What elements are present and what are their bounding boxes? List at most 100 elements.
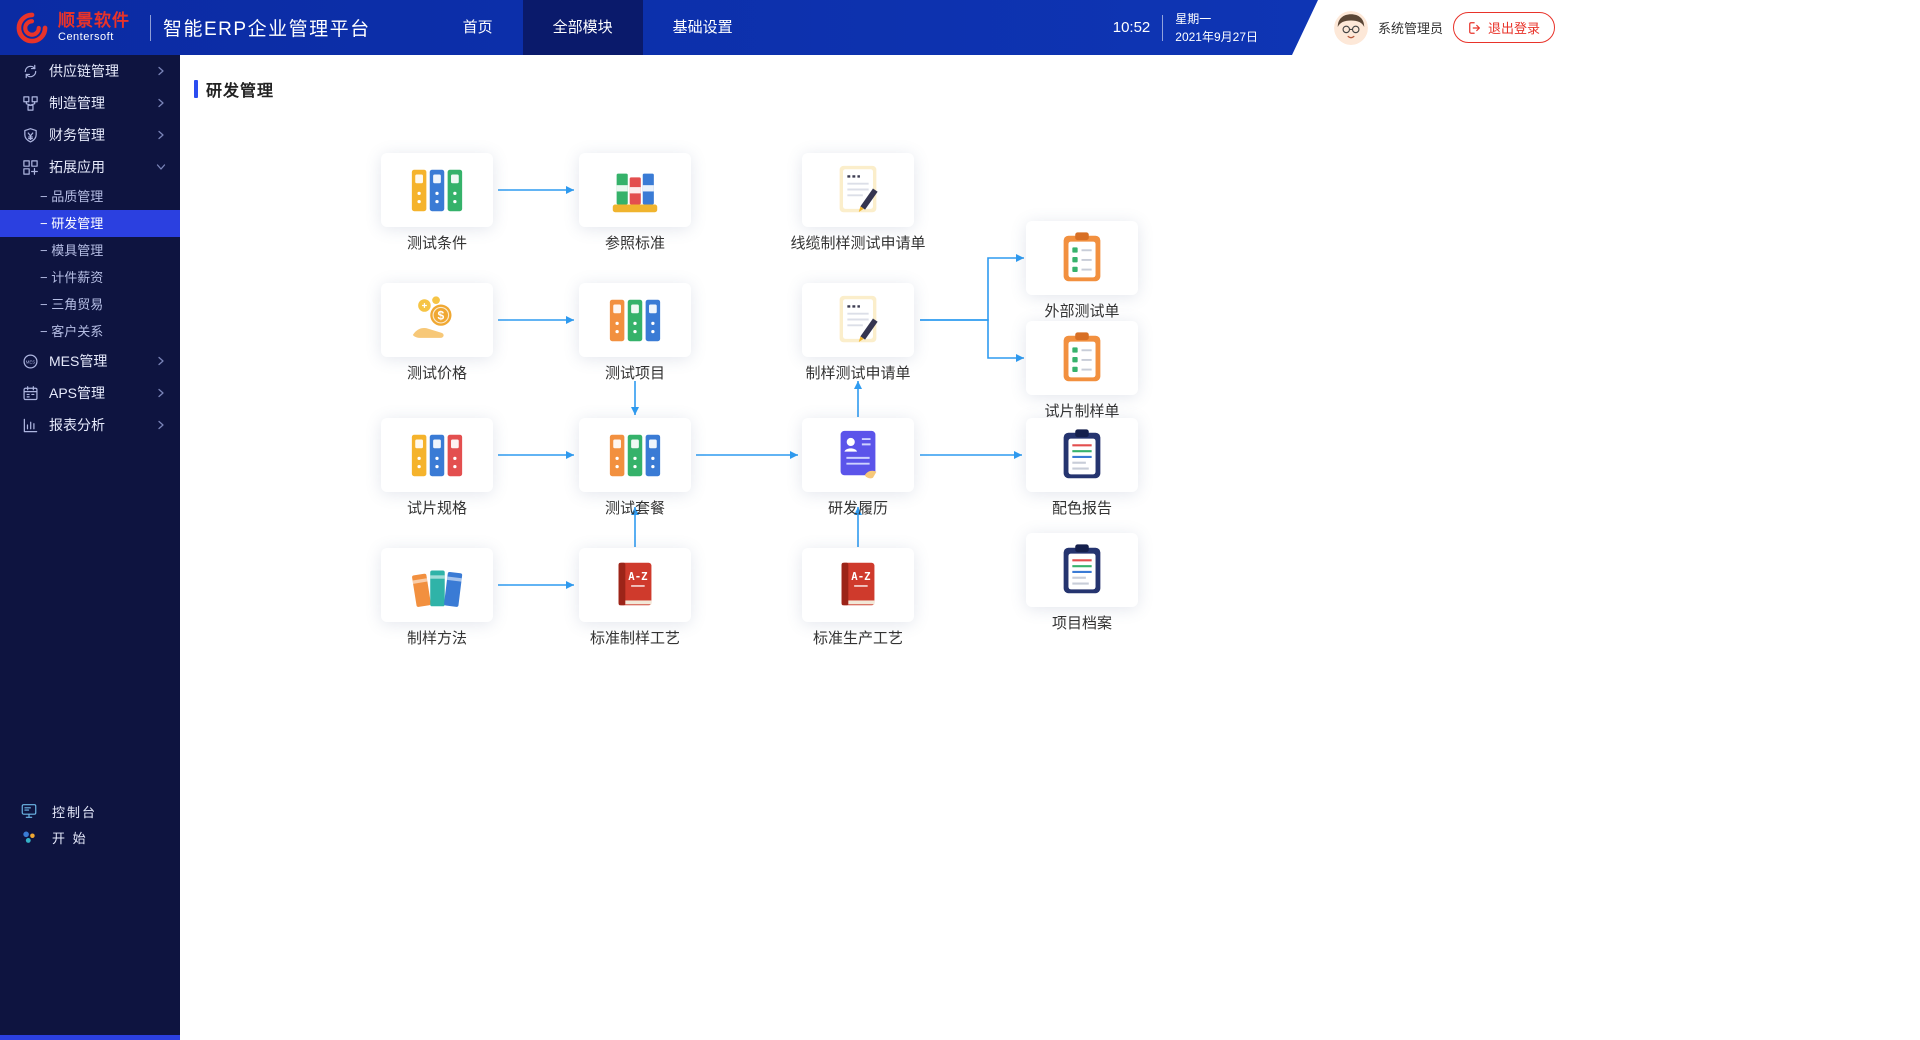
flow-node-test-item[interactable]: 测试项目 <box>560 283 710 383</box>
folders-icon <box>408 556 466 614</box>
sidebar-item-label: 制造管理 <box>49 95 105 111</box>
flow-canvas: 测试条件参照标准线缆制样测试申请单外部测试单 $测试价格测试项目制样测试申请单试片… <box>180 55 1920 1040</box>
mes-icon: MES <box>22 353 39 370</box>
console-icon <box>20 802 38 820</box>
sidebar-item-2[interactable]: 财务管理 <box>0 119 180 151</box>
flow-node-label: 项目档案 <box>1051 615 1112 632</box>
red-book-icon: A-Z <box>829 556 887 614</box>
sidebar-item-label: 拓展应用 <box>49 159 105 175</box>
doc-pen-icon <box>829 161 887 219</box>
flow-node-label: 外部测试单 <box>1044 303 1120 320</box>
sidebar-item-label: APS管理 <box>49 385 106 401</box>
sidebar-footer-label: 控制台 <box>52 804 98 820</box>
flow-node-external-test-sheet[interactable]: 外部测试单 <box>1007 221 1157 321</box>
flow-node-card <box>1026 533 1138 607</box>
doc-pen-icon <box>829 291 887 349</box>
flow-node-card <box>802 283 914 357</box>
supply-chain-icon <box>22 63 39 80</box>
chevron-right-icon <box>156 130 166 140</box>
flow-node-label: 试片制样单 <box>1044 403 1120 420</box>
sidebar-bottom-strip <box>0 1035 180 1040</box>
sidebar-item-6[interactable]: 报表分析 <box>0 409 180 441</box>
flow-node-label: 研发履历 <box>827 500 888 517</box>
sidebar-subitem-3-3[interactable]: − 计件薪资 <box>40 270 104 285</box>
logout-label: 退出登录 <box>1488 21 1541 36</box>
logout-button[interactable]: 退出登录 <box>1453 12 1556 43</box>
sidebar-item-3[interactable]: 拓展应用 <box>0 151 180 183</box>
sidebar-item-label: MES管理 <box>49 353 108 369</box>
sidebar-item-1[interactable]: 制造管理 <box>0 87 180 119</box>
binders-ybr-icon <box>408 426 466 484</box>
sidebar-item-0[interactable]: 供应链管理 <box>0 55 180 87</box>
sidebar-subitem-3-1[interactable]: − 研发管理 <box>0 210 180 237</box>
flow-node-cable-sample-test-request[interactable]: 线缆制样测试申请单 <box>783 153 933 253</box>
sidebar-item-label: 财务管理 <box>49 127 105 143</box>
flow-node-test-package[interactable]: 测试套餐 <box>560 418 710 518</box>
chevron-down-icon <box>156 162 166 172</box>
flow-node-card <box>802 153 914 227</box>
sidebar-item-5[interactable]: APS管理 <box>0 377 180 409</box>
top-bar: 顺景软件 Centersoft 智能ERP企业管理平台 首页 全部模块 基础设置 1… <box>0 0 1920 55</box>
flow-node-rd-history[interactable]: 研发履历 <box>783 418 933 518</box>
nav-item-2[interactable]: 基础设置 <box>672 19 733 36</box>
flow-node-card <box>579 418 691 492</box>
flow-node-sample-test-request[interactable]: 制样测试申请单 <box>783 283 933 383</box>
binders-ogb-icon <box>606 291 664 349</box>
sidebar-footer: 控制台开 始 <box>0 798 180 850</box>
flow-node-slice-spec[interactable]: 试片规格 <box>362 418 512 518</box>
flow-node-card <box>381 548 493 622</box>
main-content: 研发管理 测试条件参照标准线缆制样测试申请单外部测试单$测试价格测试项目制样测试… <box>180 55 1920 1040</box>
flow-node-sample-method[interactable]: 制样方法 <box>362 548 512 648</box>
flow-node-std-sample-process[interactable]: A-Z 标准制样工艺 <box>560 548 710 648</box>
svg-text:A-Z: A-Z <box>851 570 871 583</box>
flow-node-label: 试片规格 <box>406 500 467 517</box>
aps-icon <box>22 385 39 402</box>
sidebar-subitem-3-0[interactable]: − 品质管理 <box>40 189 104 204</box>
sidebar-item-4[interactable]: MES MES管理 <box>0 345 180 377</box>
flow-node-color-report[interactable]: 配色报告 <box>1007 418 1157 518</box>
logo-brand: 顺景软件 <box>58 11 130 31</box>
binders-ybg-icon <box>408 161 466 219</box>
logout-icon <box>1468 21 1482 35</box>
flow-node-test-condition[interactable]: 测试条件 <box>362 153 512 253</box>
flow-node-card <box>1026 221 1138 295</box>
money-hand-icon: $ <box>408 291 466 349</box>
flow-node-label: 线缆制样测试申请单 <box>790 235 926 252</box>
chevron-right-icon <box>156 98 166 108</box>
app-title: 智能ERP企业管理平台 <box>163 19 371 40</box>
header-clock: 10:52 星期一 2021年9月27日 <box>1113 10 1318 46</box>
binders-ogb-icon <box>606 426 664 484</box>
header-nav: 首页 全部模块 基础设置 <box>433 0 763 55</box>
flow-node-label: 标准制样工艺 <box>589 630 680 647</box>
avatar[interactable] <box>1334 10 1368 45</box>
flow-node-card <box>802 418 914 492</box>
report-icon <box>22 417 39 434</box>
clipboard-orange-icon <box>1053 329 1111 387</box>
chevron-right-icon <box>156 388 166 398</box>
flow-node-project-archive[interactable]: 项目档案 <box>1007 533 1157 633</box>
sidebar-subitem-3-5[interactable]: − 客户关系 <box>40 324 104 339</box>
flow-node-label: 制样测试申请单 <box>805 365 911 382</box>
sidebar-subitem-3-2[interactable]: − 模具管理 <box>40 243 104 258</box>
user-name: 系统管理员 <box>1378 21 1444 36</box>
logo-text: 顺景软件 Centersoft <box>58 11 130 43</box>
sidebar-footer-label: 开 始 <box>52 830 88 846</box>
svg-text:$: $ <box>438 309 445 323</box>
sidebar-footer-item-1[interactable]: 开 始 <box>0 824 180 850</box>
title-accent-bar <box>194 80 198 98</box>
date-text: 2021年9月27日 <box>1175 29 1258 44</box>
top-bar-blue: 顺景软件 Centersoft 智能ERP企业管理平台 首页 全部模块 基础设置 1… <box>0 0 1318 55</box>
sidebar: 供应链管理制造管理财务管理拓展应用 − 品质管理 − 研发管理 − 模具管理 − 计件薪… <box>0 55 180 1040</box>
flow-node-slice-sample-sheet[interactable]: 试片制样单 <box>1007 321 1157 421</box>
sidebar-subitem-3-4[interactable]: − 三角贸易 <box>40 297 104 312</box>
flow-node-card: A-Z <box>579 548 691 622</box>
nav-item-1[interactable]: 全部模块 <box>523 0 643 55</box>
time-text: 10:52 <box>1112 19 1151 36</box>
logo[interactable]: 顺景软件 Centersoft <box>0 10 138 46</box>
nav-item-0[interactable]: 首页 <box>462 19 493 36</box>
logo-sub: Centersoft <box>58 30 114 43</box>
flow-node-reference-standard[interactable]: 参照标准 <box>560 153 710 253</box>
flow-node-test-price[interactable]: $测试价格 <box>362 283 512 383</box>
sidebar-footer-item-0[interactable]: 控制台 <box>0 798 180 824</box>
